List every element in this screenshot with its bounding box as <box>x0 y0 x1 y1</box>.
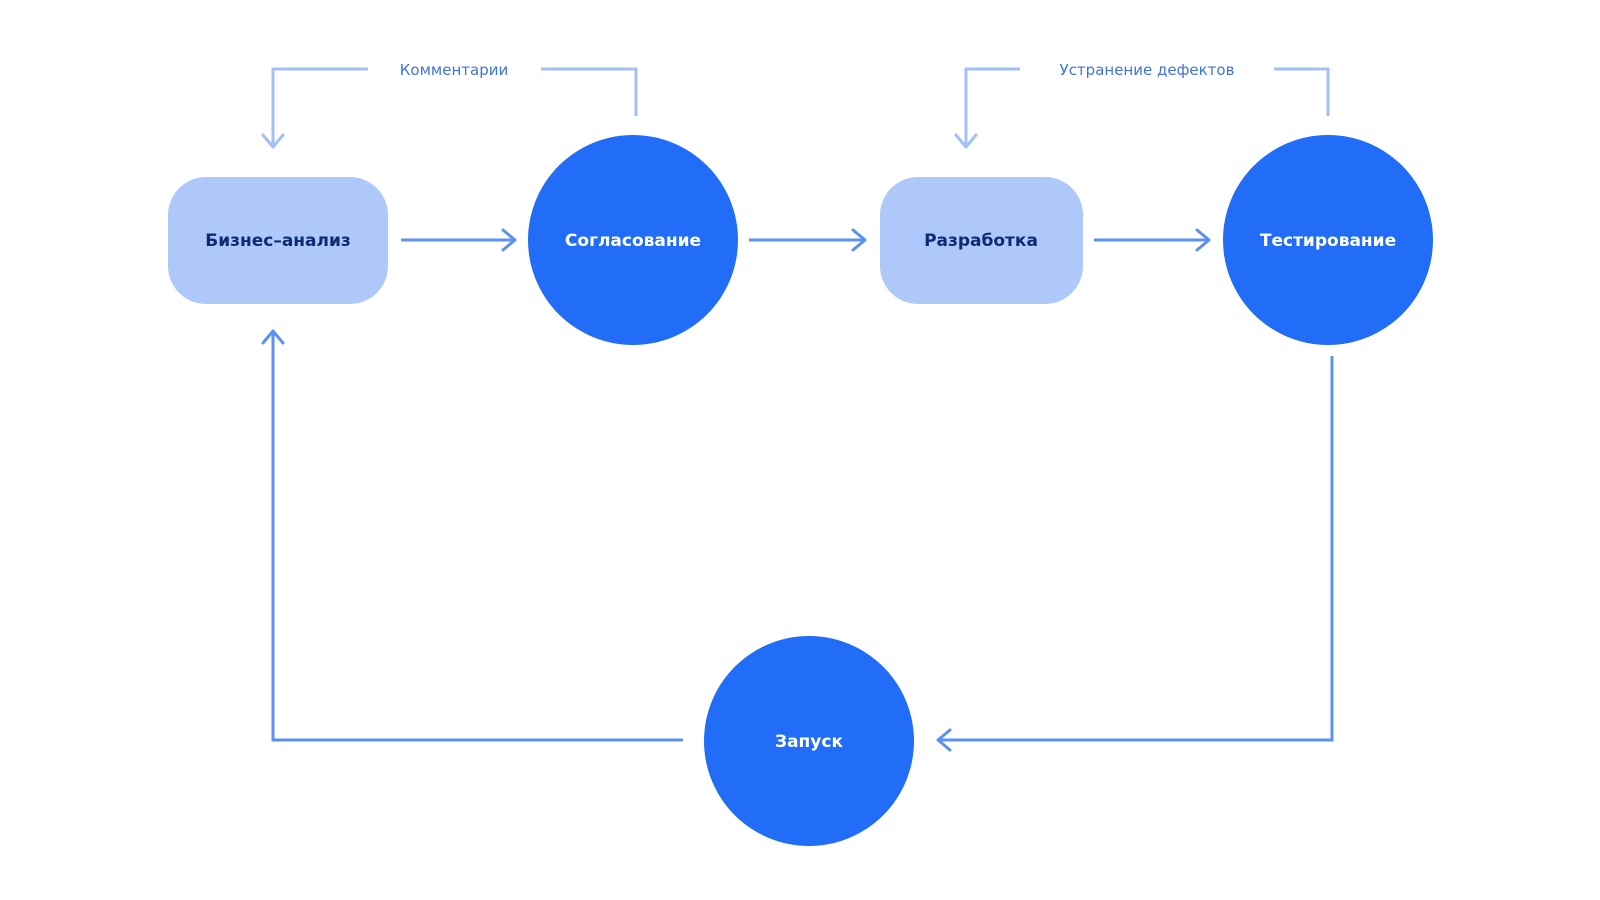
arrow-down-icon <box>954 133 978 149</box>
business-analysis-box <box>168 177 388 304</box>
development-box <box>880 177 1083 304</box>
node-approval: Согласование <box>528 135 738 345</box>
main-flow-arrows <box>261 228 1334 752</box>
node-business-analysis: Бизнес–анализ <box>168 177 388 304</box>
comments-feedback-line-left <box>271 67 368 146</box>
defect-fixing-label: Устранение дефектов <box>1060 61 1235 79</box>
node-development: Разработка <box>880 177 1083 304</box>
comments-label: Комментарии <box>400 61 508 79</box>
testing-label: Тестирование <box>1260 231 1396 251</box>
node-testing: Тестирование <box>1223 135 1433 345</box>
business-analysis-label: Бизнес–анализ <box>205 231 351 251</box>
launch-label: Запуск <box>775 732 843 752</box>
arrow-right-icon <box>851 228 867 252</box>
approval-circle <box>528 135 738 345</box>
defect-fixing-feedback-loop: Устранение дефектов <box>954 61 1330 149</box>
comments-feedback-loop: Комментарии <box>261 61 638 149</box>
defect-fixing-feedback-line-left <box>964 67 1020 146</box>
comments-feedback-line-right <box>541 67 638 116</box>
approval-label: Согласование <box>565 231 701 251</box>
defect-fixing-feedback-line-right <box>1274 67 1330 116</box>
arrow-left-icon <box>936 728 952 752</box>
testing-circle <box>1223 135 1433 345</box>
arrow-down-icon <box>261 133 285 149</box>
edge-launch-to-business-analysis <box>271 332 683 742</box>
arrow-right-icon <box>501 228 517 252</box>
edge-testing-to-launch <box>939 356 1334 742</box>
development-label: Разработка <box>924 231 1038 251</box>
arrow-up-icon <box>261 329 285 345</box>
node-launch: Запуск <box>704 636 914 846</box>
launch-circle <box>704 636 914 846</box>
arrow-right-icon <box>1195 228 1211 252</box>
